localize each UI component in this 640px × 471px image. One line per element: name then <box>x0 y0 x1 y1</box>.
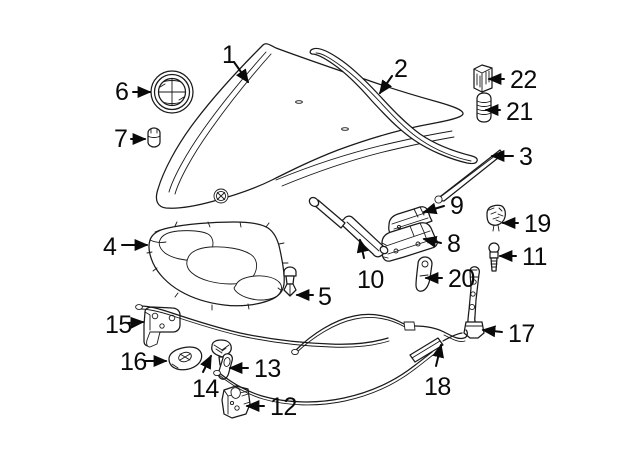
part-insulation-clip <box>283 266 297 297</box>
hood-emblem-mount <box>213 188 229 204</box>
callout-number-13: 13 <box>254 355 281 383</box>
callout-arrow-17 <box>481 325 503 338</box>
part-latch-trim-cover <box>168 346 203 371</box>
callout-number-1: 1 <box>222 41 236 69</box>
part-rubber-stop-buffer <box>476 92 492 123</box>
part-hood-panel <box>155 43 464 209</box>
callout-number-18: 18 <box>424 373 451 401</box>
callout-arrow-1 <box>233 61 249 84</box>
callout-number-10: 10 <box>357 266 384 294</box>
callout-number-6: 6 <box>115 78 129 106</box>
callout-number-20: 20 <box>448 265 475 293</box>
part-release-lever <box>463 266 485 339</box>
callout-arrow-15 <box>127 316 145 329</box>
callout-arrow-10 <box>356 238 369 259</box>
callout-arrow-14 <box>200 354 212 373</box>
callout-arrow-9 <box>422 202 445 215</box>
callout-number-19: 19 <box>524 210 551 238</box>
callout-number-5: 5 <box>318 283 332 311</box>
callout-number-15: 15 <box>105 311 132 339</box>
part-cable-retaining-clip <box>486 204 507 232</box>
part-hood-weatherstrip <box>309 47 478 165</box>
callout-number-22: 22 <box>510 66 537 94</box>
callout-number-9: 9 <box>450 192 464 220</box>
callout-arrow-8 <box>422 235 442 248</box>
callout-number-4: 4 <box>103 233 117 261</box>
callout-number-7: 7 <box>114 125 128 153</box>
part-bmw-roundel-emblem <box>150 70 194 114</box>
part-latch-link-lever <box>415 256 433 292</box>
part-emblem-grommet <box>147 127 161 148</box>
part-hinge-bolt <box>488 242 500 272</box>
callout-arrow-18 <box>432 343 444 367</box>
callout-number-14: 14 <box>192 375 219 403</box>
callout-arrow-2 <box>379 75 393 95</box>
callout-number-21: 21 <box>506 98 533 126</box>
callout-number-8: 8 <box>447 230 461 258</box>
part-gas-strut <box>308 196 389 258</box>
part-hood-latch-bracket <box>143 306 181 348</box>
callout-number-3: 3 <box>519 143 533 171</box>
callout-number-16: 16 <box>120 348 147 376</box>
callout-number-12: 12 <box>270 393 297 421</box>
part-hood-insulation-pad <box>146 221 289 311</box>
callout-leader-lines <box>121 61 519 412</box>
callout-number-11: 11 <box>522 243 547 271</box>
part-hood-latch-lock <box>221 385 251 419</box>
callout-number-17: 17 <box>508 320 535 348</box>
callout-number-2: 2 <box>394 55 408 83</box>
part-weatherstrip-clip <box>473 64 493 93</box>
